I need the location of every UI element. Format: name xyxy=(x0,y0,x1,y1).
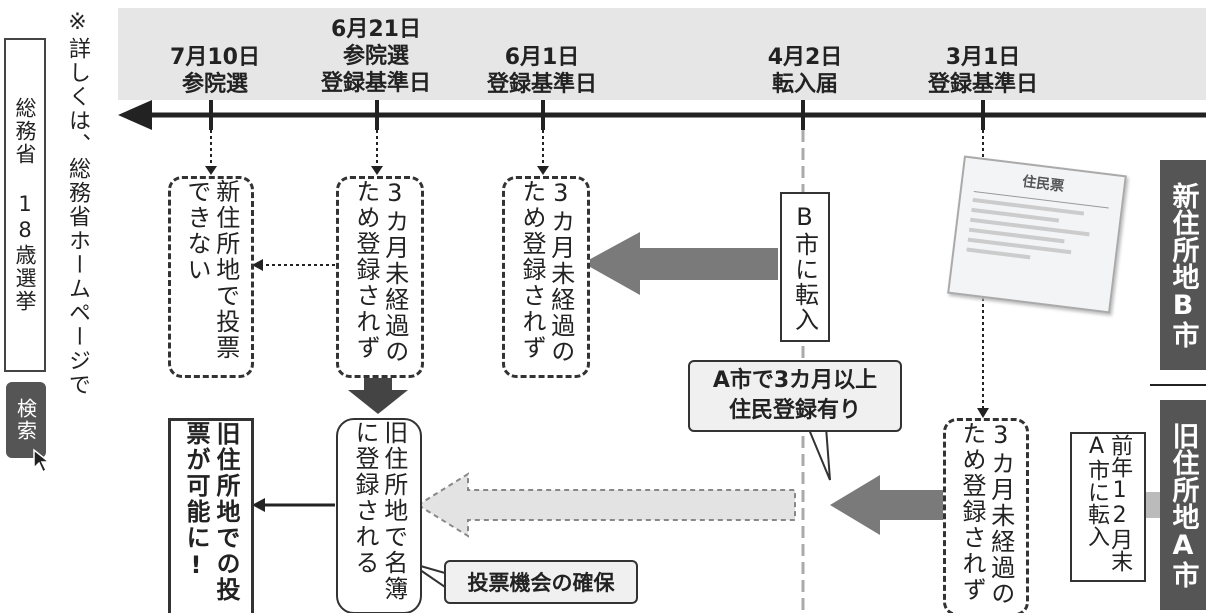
down-arrow xyxy=(348,378,408,414)
cursor-icon xyxy=(33,448,52,474)
date-jun1-event: 登録基準日 xyxy=(486,72,597,97)
callout-opportunity: 投票機会の確保 xyxy=(444,560,638,604)
callout-a3m-line1: A市で3カ月以上 xyxy=(712,368,878,393)
search-button[interactable]: 検索 xyxy=(6,382,46,458)
date-apr2: 4月2日 転入届 xyxy=(735,44,875,98)
big-arrow-upper xyxy=(583,232,778,295)
date-mar1-date: 3月1日 xyxy=(945,45,1021,70)
callout-opportunity-text: 投票機会の確保 xyxy=(467,571,615,595)
callout-a3m-line2: 住民登録有り xyxy=(728,398,861,423)
date-jun1: 6月1日 登録基準日 xyxy=(467,44,617,98)
callout-a3m: A市で3カ月以上 住民登録有り xyxy=(688,360,902,432)
light-arrow-lower xyxy=(416,472,796,538)
box-moved-b-text: B市に転入 xyxy=(790,202,819,332)
date-jun1-date: 6月1日 xyxy=(504,45,580,70)
box-cannot-vote: 新住所地で投票できない xyxy=(168,176,254,378)
date-apr2-event: 転入届 xyxy=(771,72,838,97)
date-jul10: 7月10日 参院選 xyxy=(145,44,285,98)
date-jun21-event: 参院選 xyxy=(342,44,409,69)
box-not-registered-jun21: 3カ月未経過のため登録されず xyxy=(336,176,424,378)
side-label-new: 新住所地B市 xyxy=(1160,160,1206,370)
timeline-arrowhead xyxy=(118,100,152,130)
side-label-old: 旧住所地A市 xyxy=(1160,400,1206,610)
date-jun21: 6月21日 参院選 登録基準日 xyxy=(296,16,456,97)
big-arrow-lower xyxy=(830,475,945,535)
box-cannot-vote-text: 新住所地で投票できない xyxy=(183,179,240,361)
date-jun21-sub: 登録基準日 xyxy=(320,71,431,96)
box-can-vote-text: 旧住所地での投票が可能に! xyxy=(182,421,240,603)
box-not-registered-jun1: 3カ月未経過のため登録されず xyxy=(502,176,590,378)
box-not-registered-mar1: 3カ月未経過のため登録されず xyxy=(943,418,1029,613)
date-mar1-event: 登録基準日 xyxy=(927,72,1038,97)
side-label-old-text: 旧住所地A市 xyxy=(1167,422,1199,588)
date-jun21-date: 6月21日 xyxy=(331,17,421,42)
side-label-new-text: 新住所地B市 xyxy=(1167,182,1199,348)
date-jul10-date: 7月10日 xyxy=(170,45,260,70)
date-jul10-event: 参院選 xyxy=(181,72,248,97)
header-band xyxy=(118,8,1206,100)
date-mar1: 3月1日 登録基準日 xyxy=(908,44,1058,98)
box-not-registered-jun1-text: 3カ月未経過のため登録されず xyxy=(518,179,575,365)
box-not-registered-mar1-text: 3カ月未経過のため登録されず xyxy=(958,421,1015,607)
date-apr2-date: 4月2日 xyxy=(767,45,843,70)
resident-card-image: 住民票 xyxy=(947,155,1127,314)
box-moved-a-text: 前年12月末A市に転入 xyxy=(1084,434,1133,572)
box-old-registered: 旧住所地で名簿に登録される xyxy=(336,418,422,613)
search-tag: 総務省 18歳選挙 xyxy=(4,38,46,372)
note-text: ※詳しくは、総務省ホームページで xyxy=(65,10,90,397)
box-moved-a: 前年12月末A市に転入 xyxy=(1070,432,1146,582)
box-not-registered-jun21-text: 3カ月未経過のため登録されず xyxy=(352,179,409,365)
box-can-vote: 旧住所地での投票が可能に! xyxy=(168,418,254,613)
search-button-label: 検索 xyxy=(13,398,38,442)
box-old-registered-text: 旧住所地で名簿に登録される xyxy=(351,420,408,602)
box-moved-b: B市に転入 xyxy=(780,192,830,342)
